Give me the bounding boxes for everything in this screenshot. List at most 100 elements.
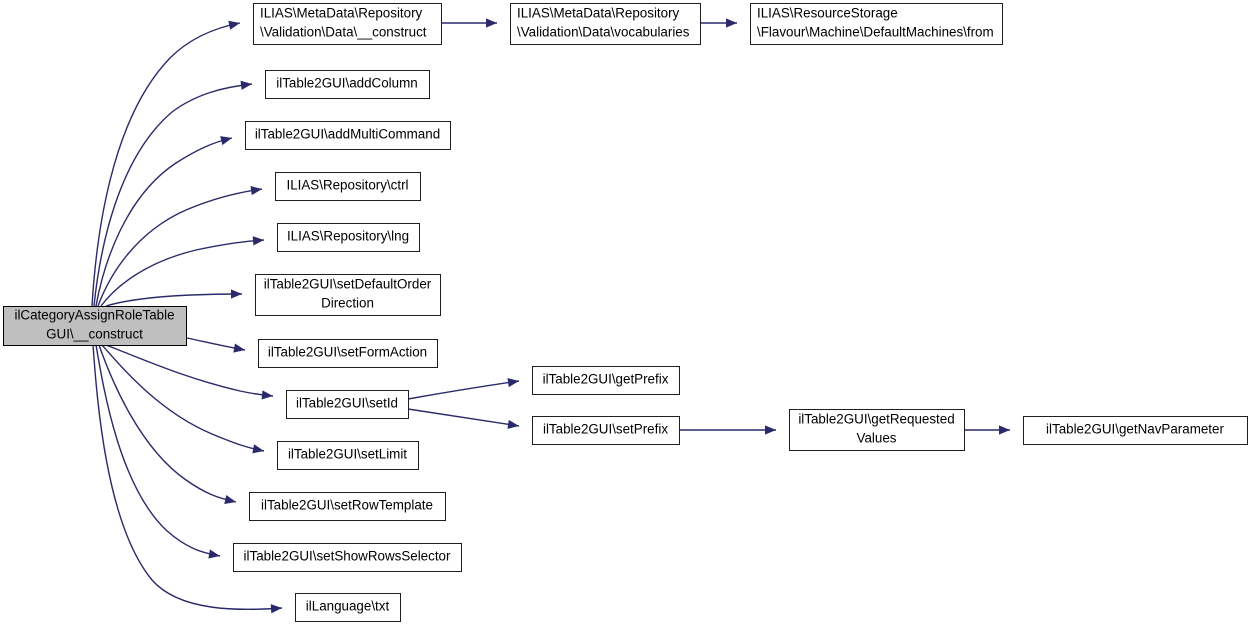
node-box[interactable]: [253, 3, 442, 45]
arrowhead-icon: [507, 419, 519, 429]
edge-root-to-addColumn: [93, 80, 253, 307]
edges-layer: [91, 18, 1010, 614]
node-label-line: ilCategoryAssignRoleTable: [14, 308, 174, 323]
node-ilTable2GUI-setFormAction[interactable]: ilTable2GUI\setFormAction: [258, 339, 438, 368]
node-ILIAS-Repository-ctrl[interactable]: ILIAS\Repository\ctrl: [275, 172, 421, 201]
node-label-line: ilTable2GUI\addMultiCommand: [255, 127, 440, 142]
node-ilTable2GUI-addMultiCommand[interactable]: ilTable2GUI\addMultiCommand: [245, 121, 451, 150]
node-label-line: ilTable2GUI\setPrefix: [543, 422, 668, 437]
node-label-line: ilTable2GUI\setShowRowsSelector: [244, 549, 451, 564]
node-ilTable2GUI-setRowTemplate[interactable]: ilTable2GUI\setRowTemplate: [249, 492, 446, 521]
edge-root-to-setDefaultOrder: [105, 289, 243, 307]
node-ilTable2GUI-getPrefix[interactable]: ilTable2GUI\getPrefix: [532, 366, 680, 395]
edge-root-to-ctrl: [97, 186, 263, 307]
node-label-line: \Validation\Data\vocabularies: [517, 25, 690, 40]
node-box[interactable]: [255, 274, 441, 316]
arrowhead-icon: [228, 20, 240, 30]
arrowhead-icon: [765, 425, 776, 435]
arrowhead-icon: [726, 18, 737, 28]
node-box[interactable]: [532, 416, 680, 445]
edge-root-to-setId: [105, 344, 274, 400]
node-ilTable2GUI-getNavParameter[interactable]: ilTable2GUI\getNavParameter: [1023, 416, 1248, 445]
node-ilTable2GUI-setId[interactable]: ilTable2GUI\setId: [286, 390, 409, 419]
arrowhead-icon: [233, 343, 245, 353]
arrowhead-icon: [507, 378, 519, 388]
node-label-line: ilTable2GUI\addColumn: [276, 76, 417, 91]
nodes-layer: ilCategoryAssignRoleTableGUI\__construct…: [3, 3, 1248, 622]
node-label-line: ilTable2GUI\setId: [296, 396, 398, 411]
node-box[interactable]: [265, 70, 430, 99]
edge-root-to-setShowRows: [95, 344, 221, 559]
node-box[interactable]: [1023, 416, 1248, 445]
node-label-line: ilTable2GUI\getNavParameter: [1046, 422, 1224, 437]
node-box[interactable]: [249, 492, 446, 521]
edge-setPrefix-to-getReq: [679, 425, 776, 435]
node-ilTable2GUI-setPrefix[interactable]: ilTable2GUI\setPrefix: [532, 416, 680, 445]
arrowhead-icon: [486, 18, 497, 28]
node-ilTable2GUI-addColumn[interactable]: ilTable2GUI\addColumn: [265, 70, 430, 99]
node-label-line: ilTable2GUI\setRowTemplate: [261, 498, 433, 513]
node-box[interactable]: [277, 223, 420, 252]
node-ilTable2GUI-setLimit[interactable]: ilTable2GUI\setLimit: [277, 441, 419, 470]
edge-setId-to-setPrefix: [407, 408, 520, 429]
node-ResourceStorage-DefaultMachines-from[interactable]: ILIAS\ResourceStorage\Flavour\Machine\De…: [750, 3, 1003, 45]
node-box[interactable]: [510, 3, 701, 45]
arrowhead-icon: [261, 390, 273, 400]
edge-root-to-setRowTemplate: [98, 344, 237, 504]
node-box[interactable]: [295, 593, 401, 622]
node-box[interactable]: [789, 409, 965, 451]
node-box[interactable]: [3, 306, 187, 346]
node-box[interactable]: [750, 3, 1003, 45]
arrowhead-icon: [999, 425, 1010, 435]
node-ilTable2GUI-setShowRowsSelector[interactable]: ilTable2GUI\setShowRowsSelector: [233, 543, 462, 572]
node-label-line: \Validation\Data\__construct: [260, 25, 427, 40]
node-MetaData-Validation-Data-construct[interactable]: ILIAS\MetaData\Repository \Validation\Dat…: [253, 3, 442, 45]
node-box[interactable]: [258, 339, 438, 368]
edge-root-to-construct: [91, 20, 241, 307]
arrowhead-icon: [250, 186, 262, 196]
arrowhead-icon: [220, 136, 232, 146]
edge-root-to-setFormAction: [186, 337, 246, 353]
node-ilLanguage-txt[interactable]: ilLanguage\txt: [295, 593, 401, 622]
arrowhead-icon: [240, 80, 252, 90]
node-label-line: \Flavour\Machine\DefaultMachines\from: [757, 25, 994, 40]
node-label-line: Values: [857, 431, 897, 446]
node-box[interactable]: [245, 121, 451, 150]
edge-getReq-to-getNav: [964, 425, 1010, 435]
arrowhead-icon: [252, 236, 264, 246]
node-box[interactable]: [286, 390, 409, 419]
edge-root-to-setLimit: [101, 344, 265, 454]
node-box[interactable]: [275, 172, 421, 201]
node-ILIAS-Repository-lng[interactable]: ILIAS\Repository\lng: [277, 223, 420, 252]
node-box[interactable]: [277, 441, 419, 470]
edge-root-to-addMultiCommand: [95, 136, 233, 307]
edge-root-to-lng: [100, 236, 265, 307]
node-MetaData-Validation-Data-vocabularies[interactable]: ILIAS\MetaData\Repository \Validation\Dat…: [510, 3, 701, 45]
arrowhead-icon: [208, 549, 220, 559]
edge-setId-to-getPrefix: [407, 378, 520, 400]
node-label-line: ilTable2GUI\setLimit: [288, 447, 407, 462]
arrowhead-icon: [224, 495, 236, 504]
node-label-line: ILIAS\MetaData\Repository: [260, 6, 423, 21]
node-label-line: ilTable2GUI\getPrefix: [543, 372, 669, 387]
node-label-line: ILIAS\MetaData\Repository: [517, 6, 680, 21]
node-label-line: Direction: [321, 296, 374, 311]
edge-vocab-to-from: [700, 18, 737, 28]
node-label-line: ilTable2GUI\getRequested: [798, 412, 954, 427]
arrowhead-icon: [230, 289, 242, 299]
node-label-line: ILIAS\Repository\lng: [287, 229, 409, 244]
node-label-line: ilTable2GUI\setDefaultOrder: [264, 277, 432, 292]
edge-construct-to-vocab: [441, 18, 497, 28]
node-box[interactable]: [532, 366, 680, 395]
arrowhead-icon: [270, 604, 282, 614]
node-label-line: ilLanguage\txt: [306, 599, 390, 614]
node-label-line: ILIAS\Repository\ctrl: [286, 178, 408, 193]
node-label-line: GUI\__construct: [46, 327, 143, 342]
node-label-line: ilTable2GUI\setFormAction: [268, 345, 427, 360]
node-box[interactable]: [233, 543, 462, 572]
